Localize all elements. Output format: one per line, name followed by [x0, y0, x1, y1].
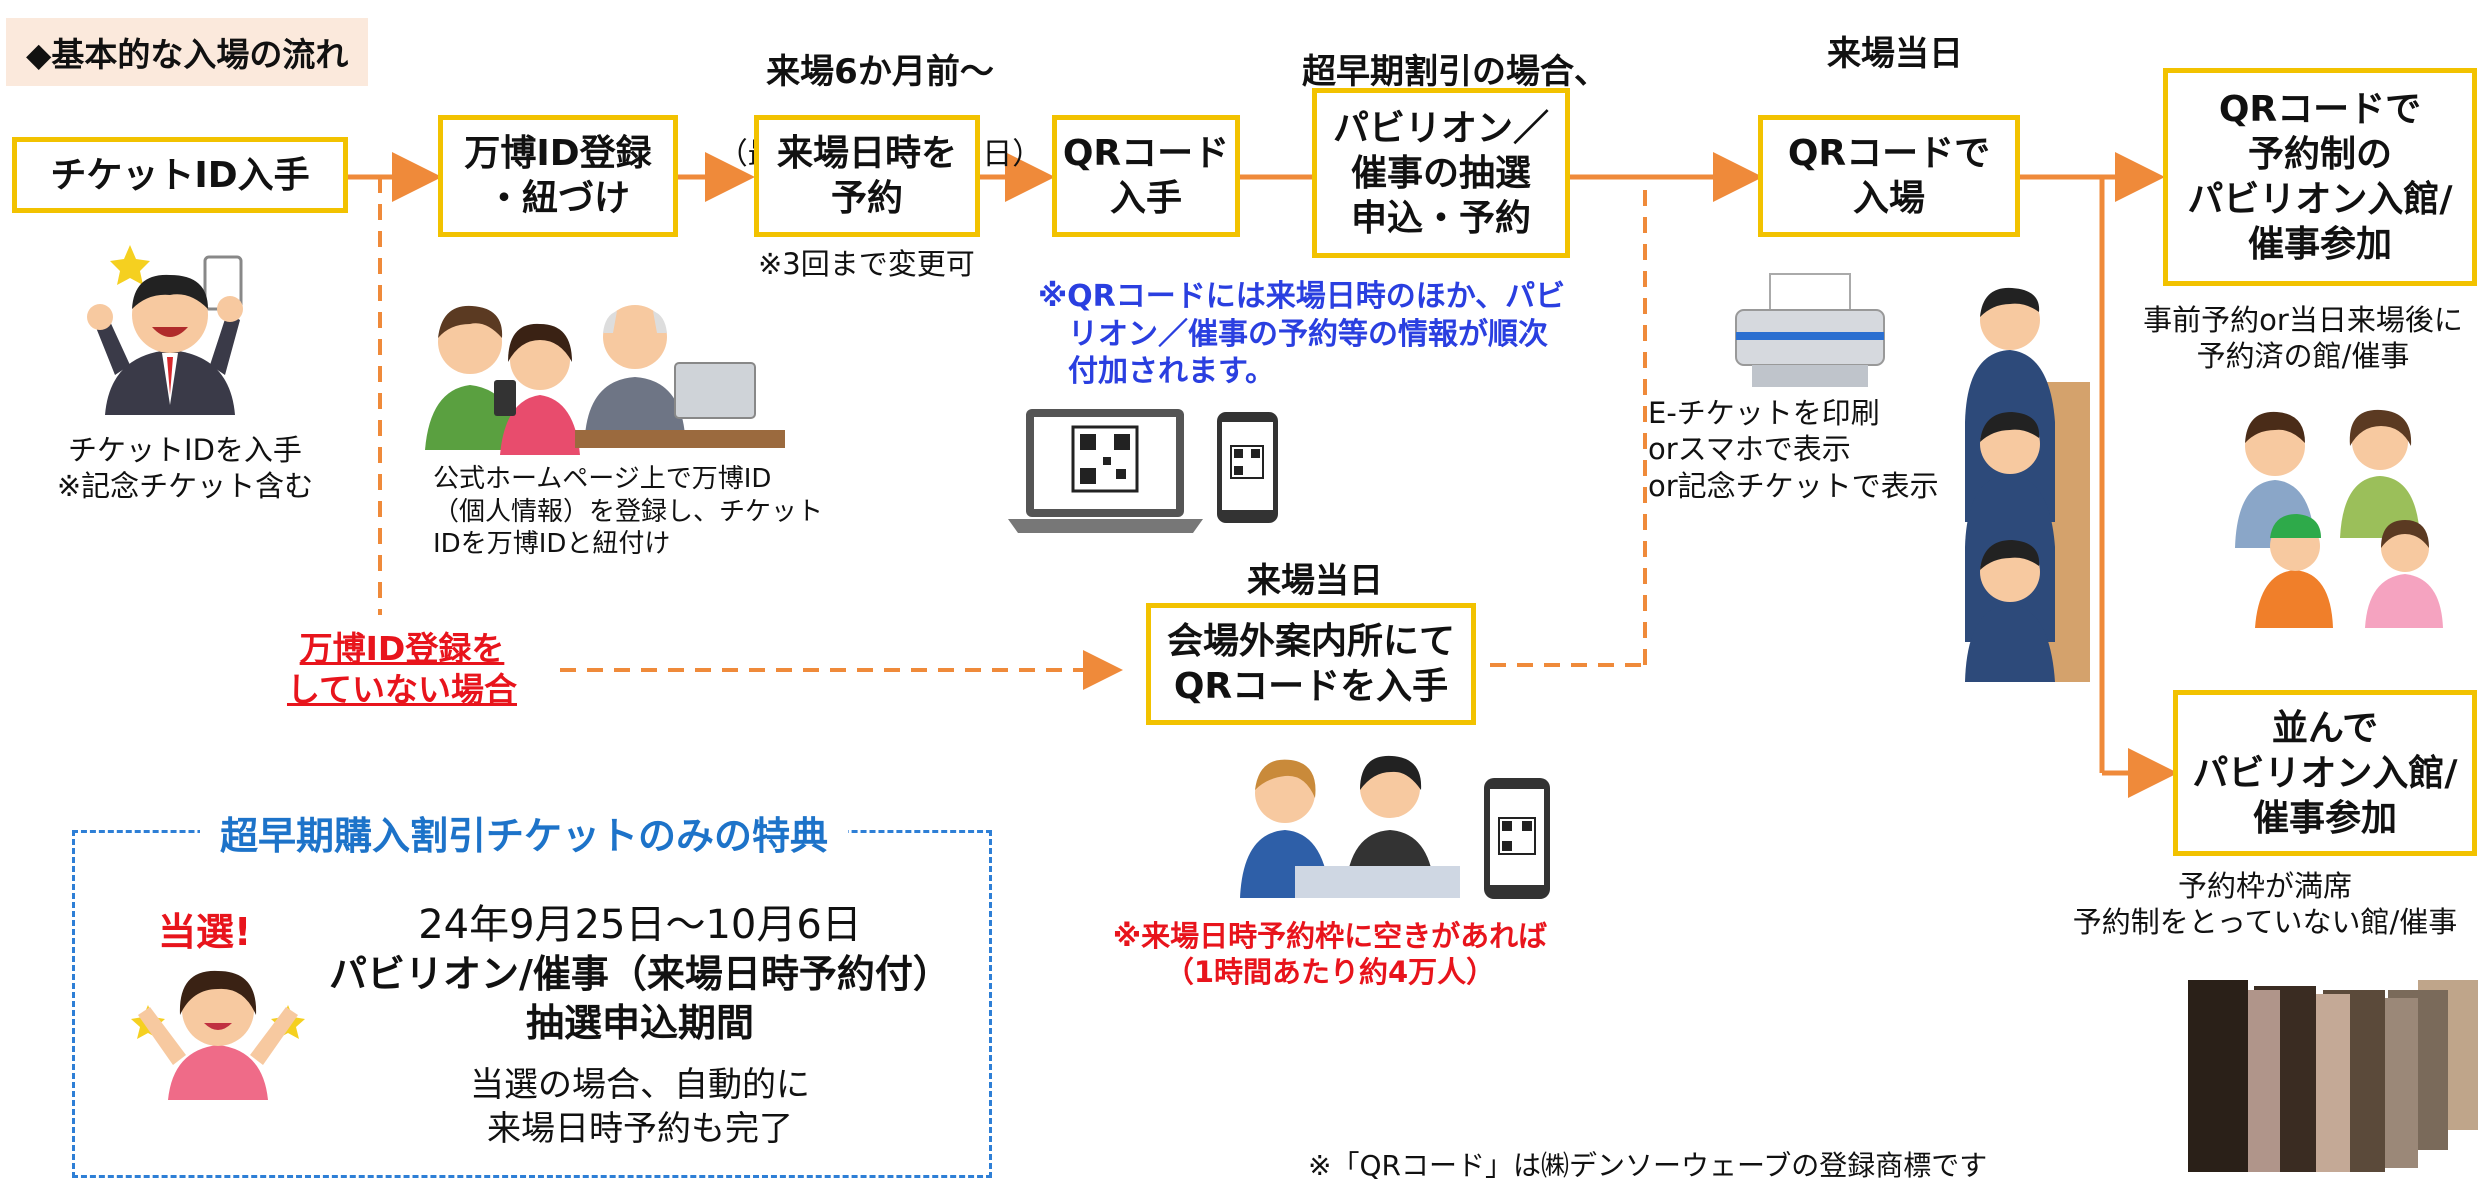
- benefit-dates: 24年9月25日～10月6日: [418, 902, 862, 948]
- desk-service-icon: [1240, 755, 1460, 898]
- header-visit-day-mid: 来場当日: [1247, 561, 1383, 601]
- benefit-line4: 当選の場合、自動的に 来場日時予約も完了: [470, 1064, 810, 1149]
- printer-icon: [1735, 273, 1885, 387]
- page-title: ◆基本的な入場の流れ: [6, 18, 369, 86]
- caption-qr-note: ※QRコードには来場日時のほか、パビ リオン／催事の予約等の情報が順次 付加され…: [1038, 279, 1566, 389]
- header-early-line1: 超早期割引の場合、: [1302, 51, 1608, 92]
- win-badge-text: 当選!: [158, 910, 251, 954]
- caption-ticket: チケットIDを入手 ※記念チケット含む: [56, 433, 314, 504]
- caption-expo-id: 公式ホームページ上で万博ID （個人情報）を登録し、チケット IDを万博IDと紐…: [433, 464, 824, 559]
- header-six-months-main: 来場6か月前～: [766, 51, 994, 92]
- benefit-title: 超早期購入割引チケットのみの特典: [200, 805, 849, 860]
- caption-reserved: 事前予約or当日来場後に 予約済の館/催事: [2143, 303, 2463, 374]
- laptop-qr-icon: [1008, 409, 1203, 533]
- caption-no-expo-id: 万博ID登録を していない場合: [286, 629, 517, 710]
- header-visit-day: 来場当日: [1827, 34, 1963, 74]
- benefit-body: 24年9月25日～10月6日 パビリオン/催事（来場日時予約付） 抽選申込期間 …: [300, 900, 980, 1151]
- box-qr-get: QRコード 入手: [1052, 115, 1240, 237]
- caption-queue: 予約枠が満席 予約制をとっていない館/催事: [2072, 869, 2458, 940]
- family-phone-icon: [425, 305, 580, 455]
- benefit-line3: 抽選申込期間: [525, 1001, 754, 1046]
- box-reserve-datetime: 来場日時を 予約: [754, 115, 980, 237]
- box-qr-entry: QRコードで 入場: [1758, 115, 2020, 237]
- phone-qr-icon: [1217, 412, 1278, 523]
- cheering-man-icon: [87, 245, 243, 415]
- caption-trademark: ※「QRコード」は㈱デンソーウェーブの登録商標です: [1308, 1149, 1988, 1182]
- queue-crowd-icon: [2188, 960, 2480, 1172]
- box-ticket-id: チケットID入手: [12, 137, 348, 213]
- elderly-laptop-icon: [575, 305, 785, 448]
- phone-qr-icon-2: [1484, 778, 1550, 899]
- gate-queue-icon: [1965, 287, 2090, 682]
- box-reserved-pavilion: QRコードで 予約制の パビリオン入館/ 催事参加: [2163, 68, 2477, 286]
- benefit-line2: パビリオン/催事（来場日時予約付）: [329, 952, 951, 996]
- box-pavilion-lottery: パビリオン／ 催事の抽選 申込・予約: [1312, 88, 1570, 258]
- family-kids-icon: [2235, 409, 2443, 628]
- box-queue-pavilion: 並んで パビリオン入館/ 催事参加: [2173, 690, 2477, 856]
- winner-woman-icon: 当選!: [131, 910, 305, 1100]
- caption-e-ticket: E-チケットを印刷 orスマホで表示 or記念チケットで表示: [1648, 396, 1939, 503]
- box-expo-id: 万博ID登録 ・紐づけ: [438, 115, 678, 237]
- caption-change-limit: ※3回まで変更可: [758, 247, 975, 281]
- box-outside-info: 会場外案内所にて QRコードを入手: [1146, 603, 1476, 725]
- caption-slot-note: ※来場日時予約枠に空きがあれば （1時間あたり約4万人）: [1112, 919, 1548, 990]
